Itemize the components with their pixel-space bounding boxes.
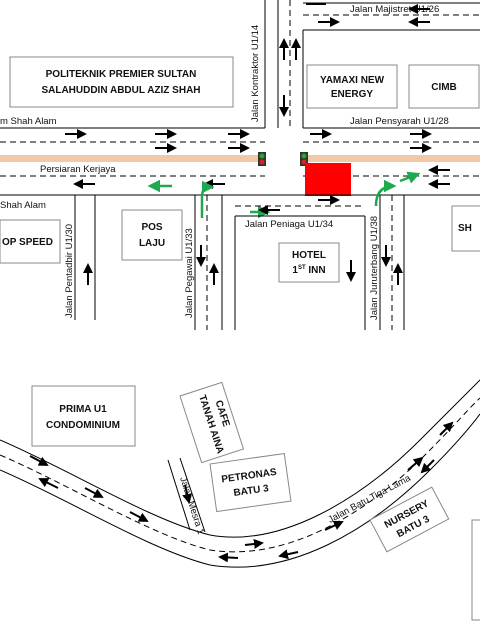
lane-arrow-icon <box>29 421 454 563</box>
turn-arrow-icon <box>147 171 421 219</box>
street-label-shah-alam-bottom: Shah Alam <box>0 200 46 211</box>
road-jalan-mesra <box>167 457 206 533</box>
street-label-majistret: Jalan Majistret U1/26 <box>350 4 439 15</box>
traffic-light-icon <box>258 152 266 166</box>
road-jalan-majistret <box>303 2 480 31</box>
building-politeknik <box>9 56 234 108</box>
road-jalan-pegawai <box>194 195 223 330</box>
lane-arrow-icon <box>83 195 403 285</box>
building-cimb <box>408 64 480 109</box>
building-label-speed: OP SPEED <box>2 237 53 248</box>
building-label-politeknik-2: SALAHUDDIN ABDUL AZIZ SHAH <box>41 85 200 96</box>
street-label-shah-alam-top: m Shah Alam <box>0 116 57 127</box>
street-label-pegawai: Jalan Pegawai U1/33 <box>184 228 195 318</box>
building-prima <box>31 385 136 447</box>
median-stripe-right <box>306 155 480 162</box>
building-speed <box>0 219 61 264</box>
building-sh <box>451 205 480 252</box>
road-jalan-peniaga <box>234 194 366 330</box>
lane-arrow-icon <box>65 3 450 189</box>
building-label-pos-2: LAJU <box>139 238 165 249</box>
building-label-hotel-inn: 1ST INN <box>292 265 325 276</box>
building-label-cimb: CIMB <box>431 82 457 93</box>
building-label-politeknik-1: POLITEKNIK PREMIER SULTAN <box>46 69 197 80</box>
street-label-mesra: Jalan Mesra 1 <box>177 476 206 536</box>
building-yamaxi <box>306 64 398 109</box>
street-label-pentadbir: Jalan Pentadbir U1/30 <box>64 224 75 318</box>
building-label-prima-2: CONDOMINIUM <box>46 420 120 431</box>
building-label-yamaxi-2: ENERGY <box>331 89 374 100</box>
building-label-yamaxi-1: YAMAXI NEW <box>320 75 385 86</box>
road-jalan-pentadbir <box>74 195 96 320</box>
median-stripe-left <box>0 155 262 162</box>
street-label-peniaga: Jalan Peniaga U1/34 <box>245 219 333 230</box>
building-pos-laju <box>121 209 183 261</box>
road-jalan-juruterbang <box>379 195 405 330</box>
street-label-kontraktor: Jalan Kontraktor U1/14 <box>250 25 261 122</box>
building-petronas <box>209 452 292 513</box>
street-label-pensyarah: Jalan Pensyarah U1/28 <box>350 116 449 127</box>
street-label-juruterbang: Jalan Juruterbang U1/38 <box>369 216 380 320</box>
road-jalan-kontraktor <box>264 0 304 128</box>
building-label-hotel: HOTEL <box>292 250 326 261</box>
building-hotel <box>278 242 340 283</box>
building-edge-right <box>471 519 480 621</box>
building-label-pos-1: POS <box>141 222 162 233</box>
building-nursery <box>369 486 450 553</box>
street-label-persiaran: Persiaran Kerjaya <box>40 164 116 175</box>
building-label-prima-1: PRIMA U1 <box>59 404 107 415</box>
road-jalan-batu-tiga-lama <box>0 379 480 568</box>
location-marker <box>305 163 351 196</box>
building-tanah-aina <box>179 381 245 464</box>
building-label-petronas-2: BATU 3 <box>233 483 270 499</box>
building-label-sh: SH <box>458 223 472 234</box>
